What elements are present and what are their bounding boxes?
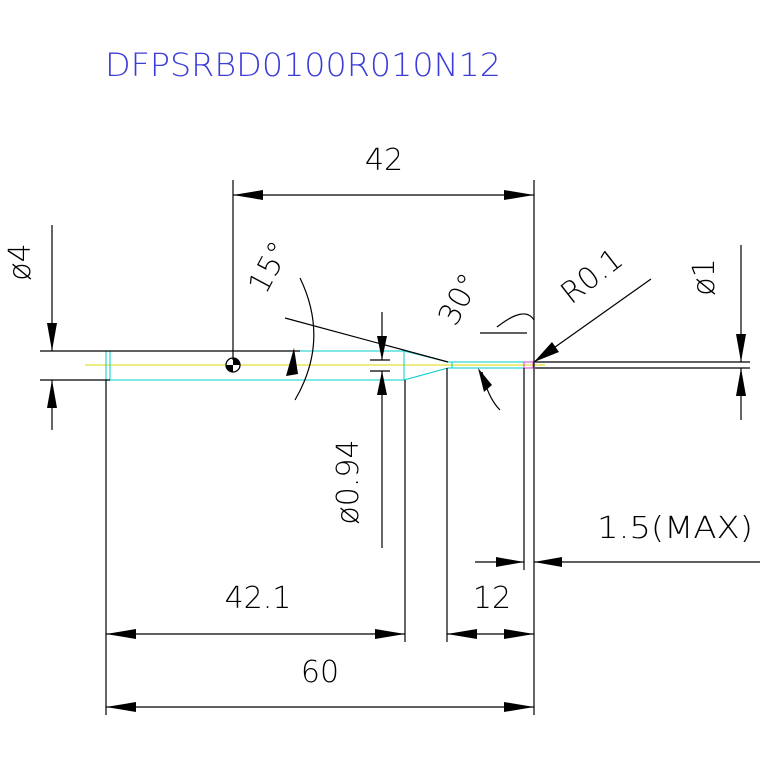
dimension-60-label: 60 <box>301 655 339 690</box>
dimension-angle-30-label: 30° <box>432 268 488 331</box>
dimension-radius-0-1: R0.1 <box>533 242 652 363</box>
dimension-60: 60 <box>106 655 534 712</box>
dimension-dia-0-94-label: ø0.94 <box>331 439 366 524</box>
dimension-12-label: 12 <box>473 581 511 616</box>
dimension-42-1: 42.1 <box>106 581 405 639</box>
dimension-angle-15-label: 15° <box>242 236 298 299</box>
dimension-angle-15: 15° <box>242 236 449 401</box>
dimension-12: 12 <box>447 581 534 639</box>
extension-lines <box>40 180 750 715</box>
dimension-dia-1-label: ø1 <box>687 258 722 295</box>
dimension-dia-0-94: ø0.94 <box>331 312 387 548</box>
dimension-1-5-max-label: 1.5(MAX) <box>597 511 753 546</box>
dimension-42-label: 42 <box>365 143 403 178</box>
dimension-dia-4: ø4 <box>3 225 57 430</box>
dimension-1-5-max: 1.5(MAX) <box>475 511 760 567</box>
dimension-dia-1: ø1 <box>687 245 746 420</box>
dimension-42: 42 <box>233 143 534 200</box>
dimension-42-1-label: 42.1 <box>225 581 292 616</box>
part-number-title: DFPSRBD0100R010N12 <box>105 46 501 84</box>
dimension-dia-4-label: ø4 <box>3 243 38 280</box>
datum-center-mark <box>225 357 241 373</box>
cutting-tip <box>523 361 534 369</box>
dimension-radius-0-1-label: R0.1 <box>554 242 630 312</box>
